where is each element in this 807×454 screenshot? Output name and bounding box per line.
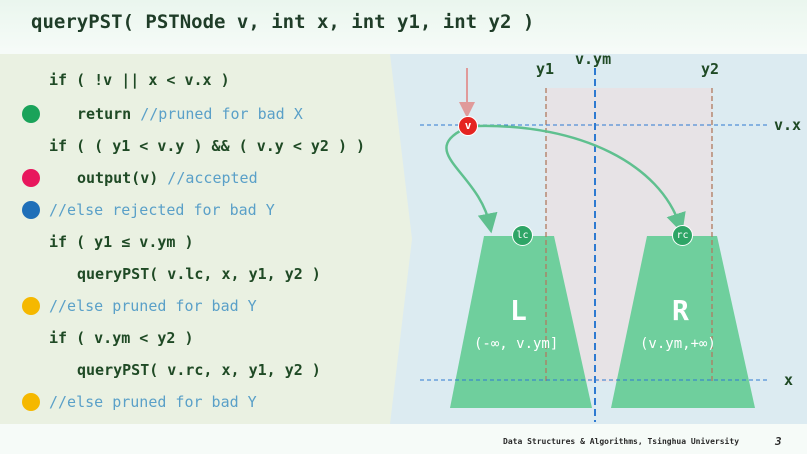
pink-dot-icon: [22, 169, 40, 187]
page-number: 3: [775, 435, 782, 448]
blue-dot-icon: [22, 201, 40, 219]
label-y1: y1: [536, 60, 555, 78]
code-line-2-code: return: [77, 105, 132, 123]
label-x: x: [784, 371, 794, 389]
yellow-dot-icon: [22, 393, 40, 411]
yellow-dot-icon: [22, 297, 40, 315]
code-line-5: //else rejected for bad Y: [49, 201, 275, 219]
code-line-8: //else pruned for bad Y: [49, 297, 257, 315]
green-dot-icon: [22, 105, 40, 123]
label-vx: v.x: [774, 116, 802, 134]
code-line-9: if ( v.ym < y2 ): [49, 329, 194, 347]
code-line-7: queryPST( v.lc, x, y1, y2 ): [77, 265, 321, 283]
right-subtree: [611, 236, 755, 408]
code-line-10: queryPST( v.rc, x, y1, y2 ): [77, 361, 321, 379]
page-title: queryPST( PSTNode v, int x, int y1, int …: [31, 11, 535, 33]
footer-credit: Data Structures & Algorithms, Tsinghua U…: [503, 437, 740, 446]
node-rc-label: rc: [676, 230, 689, 241]
tree-R-label: R: [672, 294, 689, 327]
node-v: v: [458, 116, 478, 136]
code-line-1: if ( !v || x < v.x ): [49, 71, 230, 89]
code-line-2-comment: //pruned for bad X: [131, 105, 303, 123]
title-bar: queryPST( PSTNode v, int x, int y1, int …: [0, 0, 807, 48]
tree-R-range: (v.ym,+∞): [640, 336, 716, 352]
code-panel: if ( !v || x < v.x ) return //pruned for…: [0, 54, 418, 424]
label-vym: v.ym: [575, 50, 612, 68]
label-y2: y2: [701, 60, 720, 78]
arrow-to-lc: [445, 129, 498, 234]
code-line-4: output(v) //accepted: [77, 168, 258, 188]
arrow-to-rc: [477, 124, 686, 234]
node-rc: rc: [672, 225, 693, 246]
code-line-6: if ( y1 ≤ v.ym ): [49, 233, 194, 251]
code-line-11: //else pruned for bad Y: [49, 393, 257, 411]
code-line-4-comment: //accepted: [158, 169, 258, 187]
tree-L-range: (-∞, v.ym]: [474, 336, 559, 352]
pst-diagram: y1 v.ym y2 v.x x v lc rc L (-∞, v.ym] R …: [360, 50, 807, 424]
tree-L-label: L: [510, 294, 527, 327]
code-panel-background: [0, 54, 413, 424]
code-line-3: if ( ( y1 < v.y ) && ( v.y < y2 ) ): [49, 137, 366, 155]
left-subtree: [450, 236, 592, 408]
code-line-2: return //pruned for bad X: [77, 104, 303, 124]
node-lc-label: lc: [516, 230, 529, 241]
node-lc: lc: [512, 225, 533, 246]
node-v-label: v: [464, 119, 472, 132]
code-line-4-code: output(v): [77, 169, 159, 187]
